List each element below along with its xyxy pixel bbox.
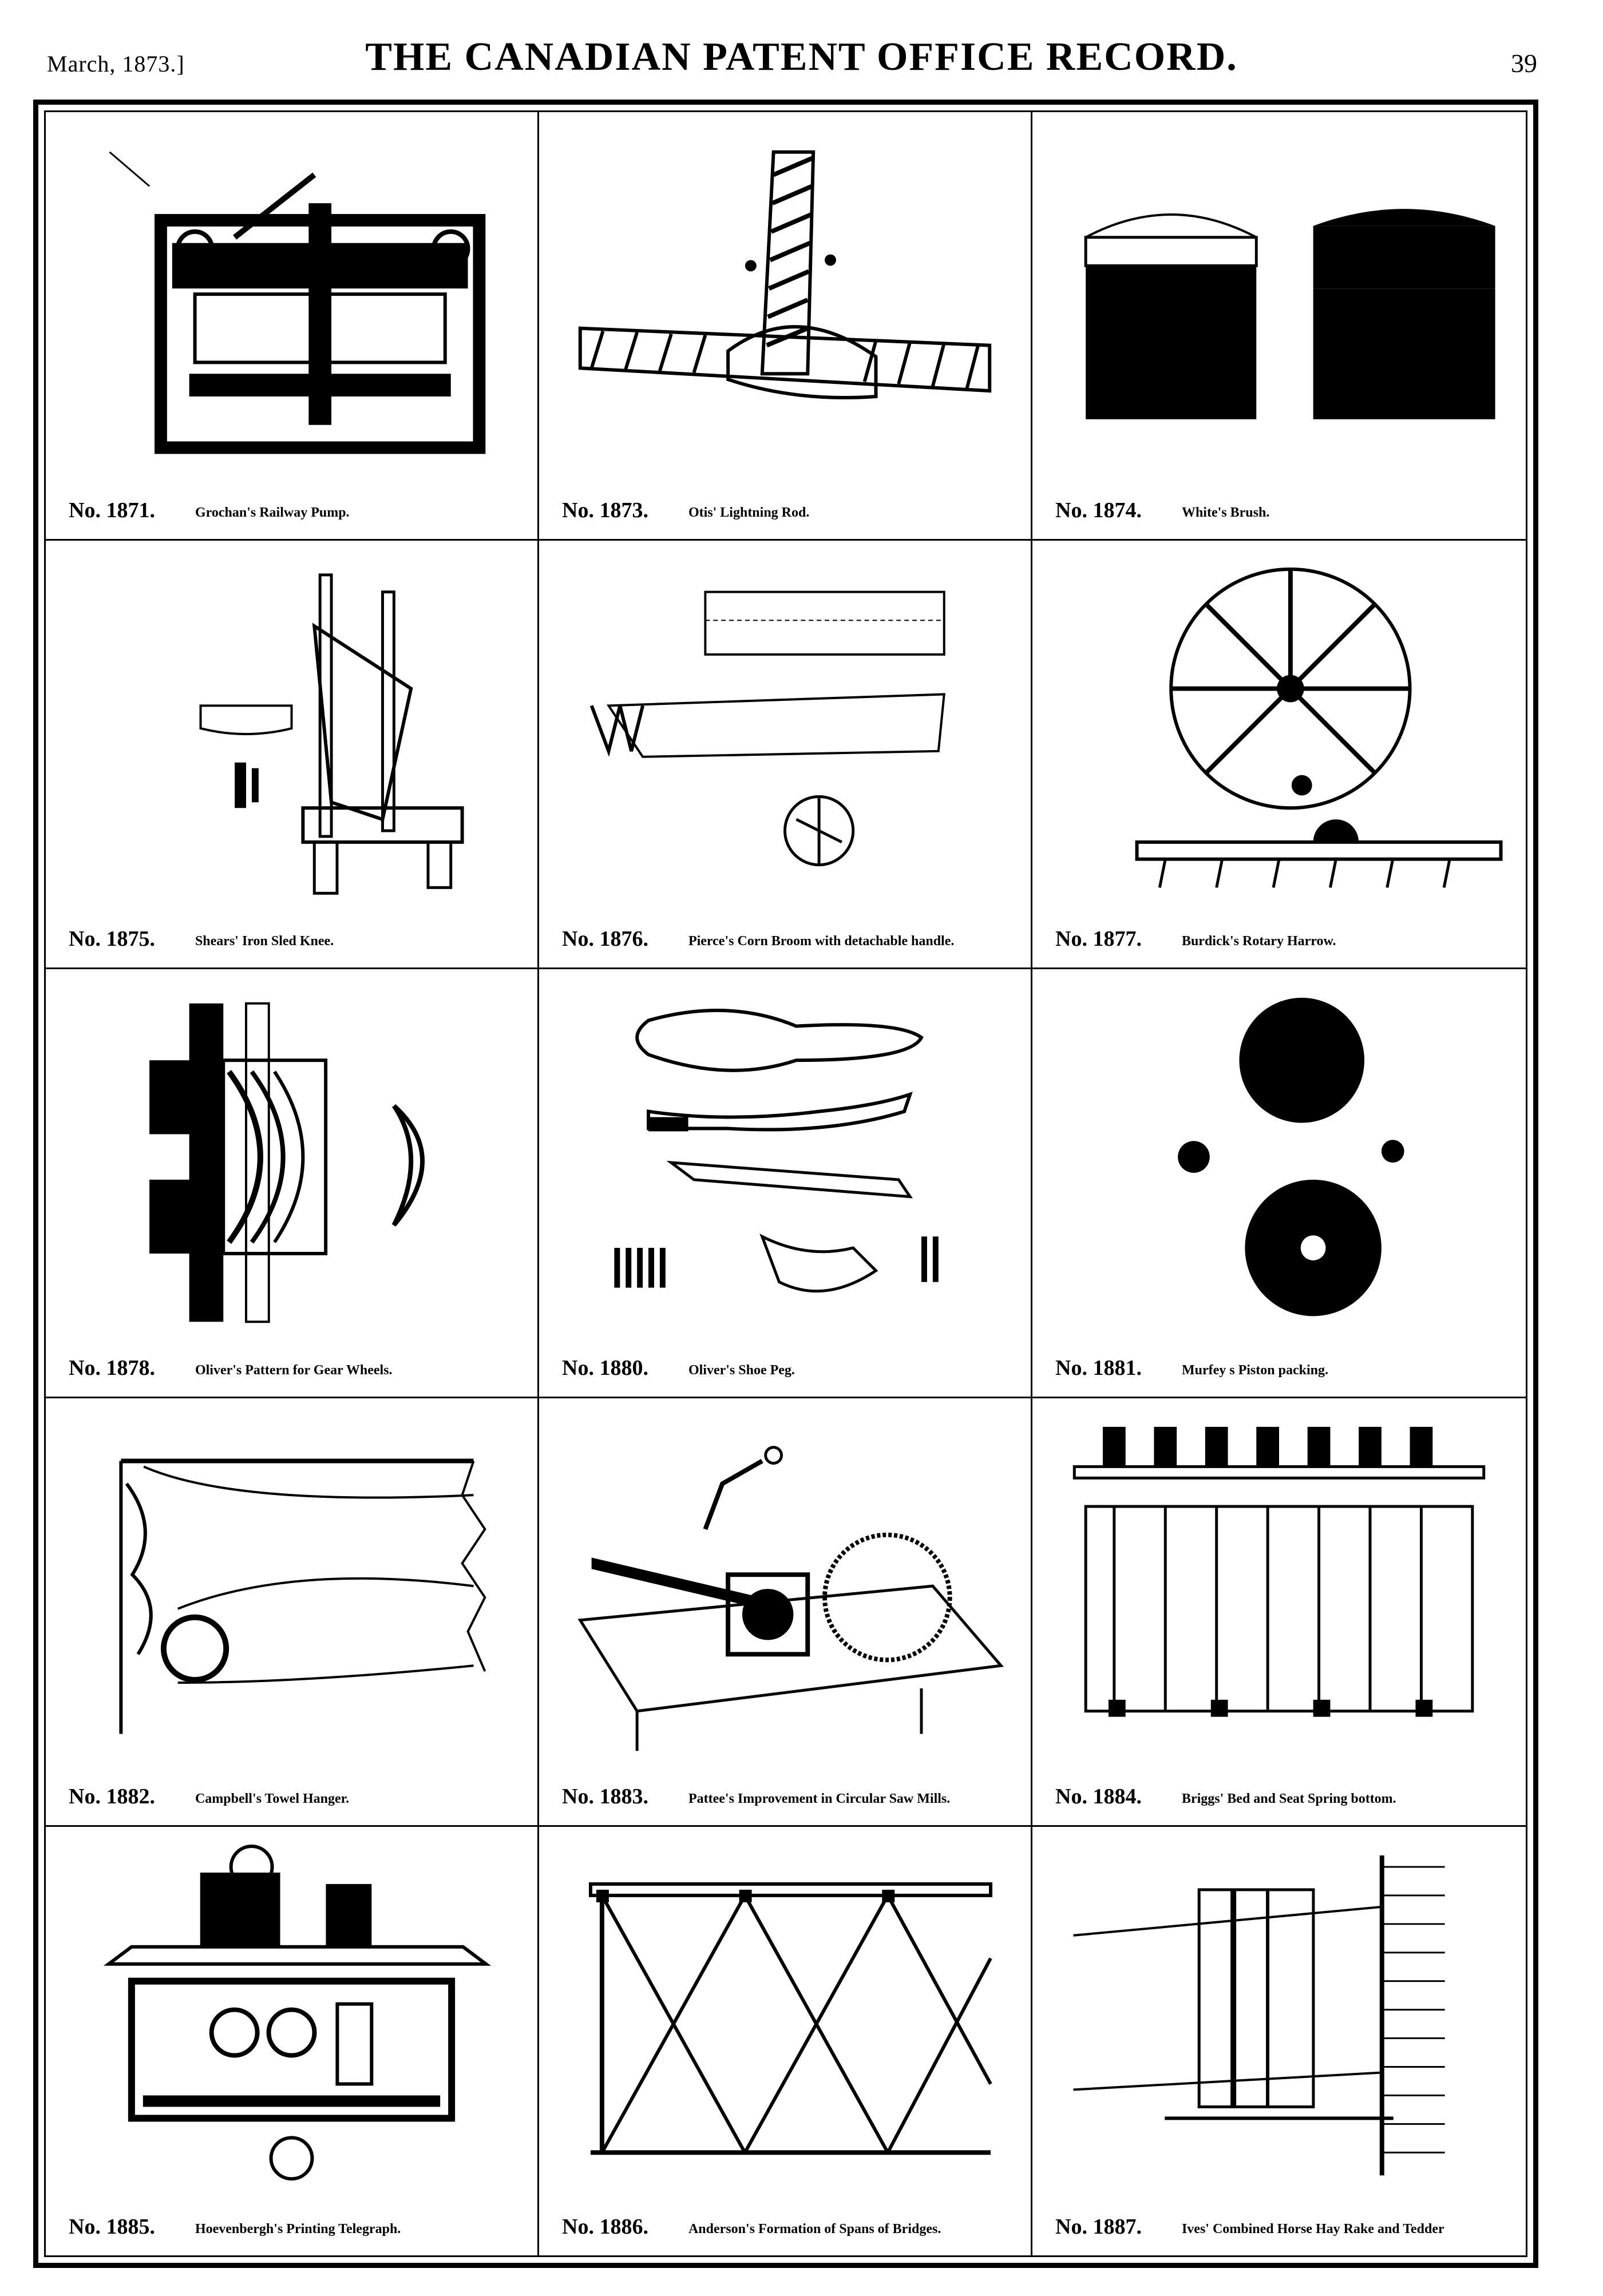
piston-packing-drawing-icon (1050, 986, 1509, 1327)
corn-broom-drawing-icon (556, 558, 1014, 899)
patent-grid: No. 1871. Grochan's Railway Pump. (44, 110, 1527, 2257)
patent-title: Shears' Iron Sled Knee. (195, 934, 334, 949)
gear-pattern-drawing-icon (63, 986, 520, 1327)
patent-title: Campbell's Towel Hanger. (195, 1791, 350, 1806)
saw-mill-drawing-icon (556, 1415, 1014, 1756)
bridge-span-drawing-icon (556, 1844, 1014, 2187)
patent-title: Oliver's Shoe Peg. (688, 1362, 795, 1378)
shoe-peg-drawing-icon (556, 986, 1014, 1327)
patent-cell-1876: No. 1876. Pierce's Corn Broom with detac… (539, 541, 1032, 970)
patent-number: No. 1887. (1055, 2215, 1142, 2239)
patent-cell-1880: No. 1880. Oliver's Shoe Peg. (539, 969, 1032, 1398)
patent-cell-1871: No. 1871. Grochan's Railway Pump. (46, 112, 539, 541)
plate-frame: No. 1871. Grochan's Railway Pump. (33, 100, 1538, 2268)
sled-knee-drawing-icon (63, 558, 520, 899)
patent-cell-1873: No. 1873. Otis' Lightning Rod. (539, 112, 1032, 541)
patent-title: Murfey s Piston packing. (1181, 1362, 1328, 1378)
printing-telegraph-drawing-icon (63, 1844, 520, 2187)
patent-title: White's Brush. (1181, 505, 1270, 521)
patent-cell-1883: No. 1883. Pattee's Improvement in Circul… (539, 1398, 1032, 1827)
patent-number: No. 1885. (69, 2215, 155, 2239)
patent-cell-1878: No. 1878. Oliver's Pattern for Gear Whee… (46, 969, 539, 1398)
patent-cell-1886: No. 1886. Anderson's Formation of Spans … (539, 1826, 1032, 2255)
patent-number: No. 1871. (69, 498, 155, 523)
patent-title: Otis' Lightning Rod. (688, 505, 810, 521)
patent-title: Hoevenbergh's Printing Telegraph. (195, 2222, 401, 2236)
patent-cell-1885: No. 1885. Hoevenbergh's Printing Telegra… (46, 1826, 539, 2255)
rotary-harrow-drawing-icon (1050, 558, 1509, 899)
patent-title: Briggs' Bed and Seat Spring bottom. (1181, 1791, 1396, 1806)
patent-number: No. 1878. (69, 1355, 155, 1380)
patent-title: Anderson's Formation of Spans of Bridges… (688, 2222, 941, 2236)
page-number: 39 (1511, 49, 1537, 78)
patent-title: Burdick's Rotary Harrow. (1181, 934, 1336, 949)
lightning-rod-drawing-icon (556, 129, 1014, 470)
patent-cell-1877: No. 1877. Burdick's Rotary Harrow. (1032, 541, 1526, 970)
page-title: THE CANADIAN PATENT OFFICE RECORD. (365, 35, 1238, 79)
patent-number: No. 1884. (1055, 1784, 1142, 1809)
hay-rake-drawing-icon (1050, 1844, 1509, 2187)
patent-number: No. 1880. (562, 1355, 648, 1380)
patent-title: Oliver's Pattern for Gear Wheels. (195, 1362, 393, 1378)
brush-drawing-icon (1050, 129, 1509, 470)
patent-number: No. 1875. (69, 927, 155, 951)
patent-cell-1875: No. 1875. Shears' Iron Sled Knee. (46, 541, 539, 970)
patent-cell-1887: No. 1887. Ives' Combined Horse Hay Rake … (1032, 1827, 1526, 2255)
patent-cell-1884: No. 1884. Briggs' Bed and Seat Spring bo… (1032, 1398, 1526, 1827)
patent-title: Grochan's Railway Pump. (195, 505, 350, 521)
patent-number: No. 1874. (1055, 498, 1142, 523)
patent-number: No. 1876. (562, 927, 648, 951)
patent-title: Pattee's Improvement in Circular Saw Mil… (688, 1791, 951, 1806)
towel-hanger-drawing-icon (63, 1415, 520, 1756)
patent-cell-1881: No. 1881. Murfey s Piston packing. (1032, 969, 1526, 1398)
railway-pump-drawing-icon (63, 129, 520, 470)
patent-cell-1882: No. 1882. Campbell's Towel Hanger. (46, 1398, 539, 1827)
patent-number: No. 1877. (1055, 927, 1142, 951)
header-date: March, 1873.] (47, 51, 185, 77)
patent-title: Pierce's Corn Broom with detachable hand… (688, 934, 955, 949)
patent-number: No. 1882. (69, 1784, 155, 1809)
patent-number: No. 1886. (562, 2215, 648, 2239)
patent-number: No. 1873. (562, 498, 648, 523)
patent-number: No. 1883. (562, 1784, 648, 1809)
patent-number: No. 1881. (1055, 1355, 1142, 1380)
patent-title: Ives' Combined Horse Hay Rake and Tedder (1181, 2222, 1444, 2236)
patent-cell-1874: No. 1874. White's Brush. (1032, 112, 1526, 541)
spring-bottom-drawing-icon (1050, 1415, 1509, 1756)
